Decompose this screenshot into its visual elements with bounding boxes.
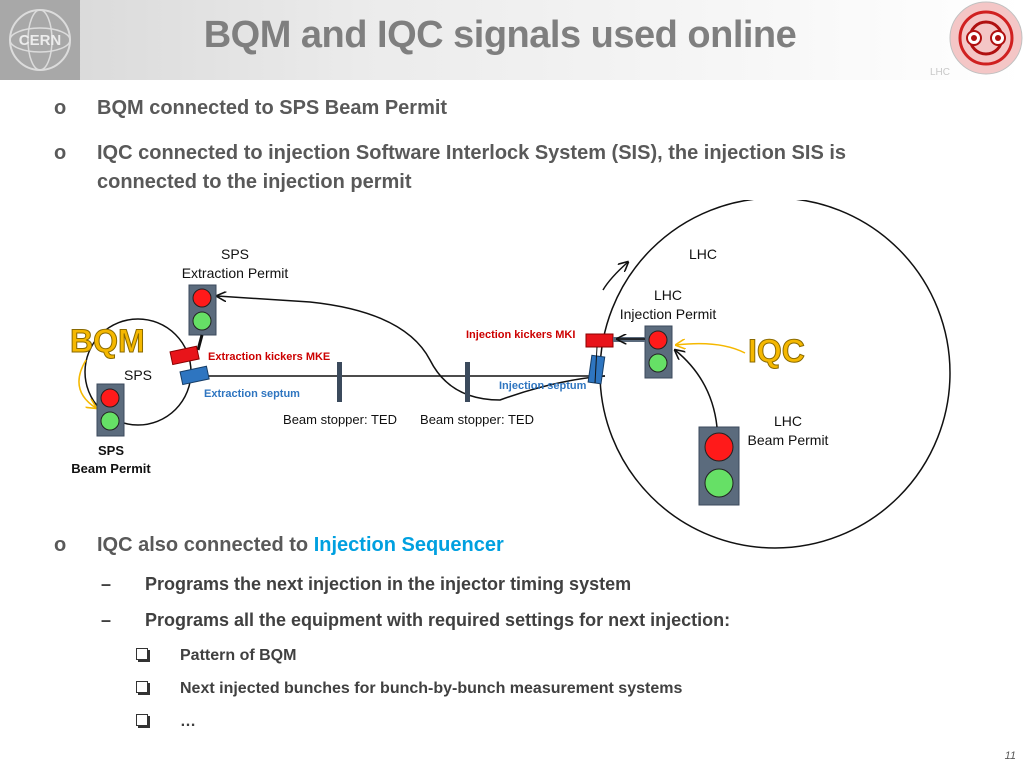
bullet-mark: o (54, 142, 67, 164)
bullet-iqc-sequencer: o IQC also connected to Injection Sequen… (54, 534, 504, 557)
bullet-bqm-sps: o BQM connected to SPS Beam Permit (54, 97, 448, 120)
cern-logo: CERN (0, 0, 80, 80)
lhc-beam-permit-label-2: Beam Permit (748, 432, 829, 448)
bullet-text: IQC also connected to (97, 534, 314, 556)
sub2-item-bqm-pattern: Pattern of BQM (136, 647, 297, 665)
injection-kickers-label: Injection kickers MKI (466, 329, 575, 341)
bullet-text: BQM connected to SPS Beam Permit (97, 97, 448, 119)
dash-mark: – (101, 610, 112, 630)
lhc-injection-permit-light (644, 325, 673, 379)
sub-item-text: Programs the next injection in the injec… (145, 574, 632, 594)
lhc-beam-permit-light (698, 426, 740, 506)
bullet-text-line1: IQC connected to injection Software Inte… (97, 142, 847, 164)
bullet-iqc-sis: o IQC connected to injection Software In… (54, 139, 847, 197)
lhc-logo-text: LHC (930, 67, 950, 78)
sps-extraction-permit-label-2: Extraction Permit (182, 265, 289, 281)
beam-stopper-2 (465, 362, 470, 402)
beam-stopper-2-label: Beam stopper: TED (420, 412, 534, 427)
sps-beam-permit-label-2: Beam Permit (71, 461, 151, 476)
bullet-text-line2: connected to the injection permit (97, 171, 412, 193)
sps-beam-permit-light (96, 383, 125, 437)
beam-transfer-diagram: Beam stopper: TED Beam stopper: TED SPS … (70, 200, 951, 549)
checkbox-bullet-icon (136, 648, 148, 660)
sub-item-text: Programs all the equipment with required… (145, 610, 731, 630)
iqc-label: IQC (748, 333, 805, 369)
page-title: BQM and IQC signals used online (203, 14, 797, 56)
injection-kicker (585, 333, 614, 348)
dash-mark: – (101, 574, 112, 594)
lhc-injection-permit-label-1: LHC (654, 287, 682, 303)
lhc-beam-permit-label-1: LHC (774, 413, 802, 429)
sps-beam-permit-label-1: SPS (98, 443, 124, 458)
extraction-septum-label: Extraction septum (204, 388, 300, 400)
checkbox-bullet-icon (136, 681, 148, 693)
iqc-signal-arrow (676, 344, 746, 354)
extraction-permit-signal (217, 296, 606, 401)
sub2-item-text: … (180, 713, 196, 730)
header-bar: CERN BQM and IQC signals used online LHC (0, 0, 1024, 80)
sps-extraction-permit-light (188, 284, 217, 336)
injection-sequencer-highlight: Injection Sequencer (313, 534, 504, 556)
bqm-signal-arrow (78, 359, 96, 408)
sub2-item-bunches: Next injected bunches for bunch-by-bunch… (136, 680, 683, 698)
checkbox-bullet-icon (136, 714, 148, 726)
bullet-mark: o (54, 534, 67, 556)
sub2-item-ellipsis: … (136, 713, 196, 731)
lhc-injection-permit-label-2: Injection Permit (620, 306, 717, 322)
sub-item-timing: – Programs the next injection in the inj… (101, 574, 632, 595)
lhc-logo: LHC (930, 0, 1024, 80)
extraction-kicker (169, 345, 200, 366)
cern-logo-text: CERN (19, 32, 62, 49)
page-number: 11 (1004, 750, 1016, 762)
sub2-item-text: Next injected bunches for bunch-by-bunch… (180, 680, 683, 697)
extraction-septum (179, 365, 210, 386)
sps-extraction-permit-label-1: SPS (221, 246, 249, 262)
lhc-ring-label: LHC (689, 246, 717, 262)
sub-item-equipment: – Programs all the equipment with requir… (101, 610, 731, 631)
beam-stopper-1 (337, 362, 342, 402)
sub2-item-text: Pattern of BQM (180, 647, 297, 664)
extraction-kickers-label: Extraction kickers MKE (208, 351, 330, 363)
sps-ring-label: SPS (124, 367, 152, 383)
beam-stopper-1-label: Beam stopper: TED (283, 412, 397, 427)
bqm-label: BQM (70, 323, 145, 359)
bullet-mark: o (54, 97, 67, 119)
injection-septum-label: Injection septum (499, 380, 587, 392)
